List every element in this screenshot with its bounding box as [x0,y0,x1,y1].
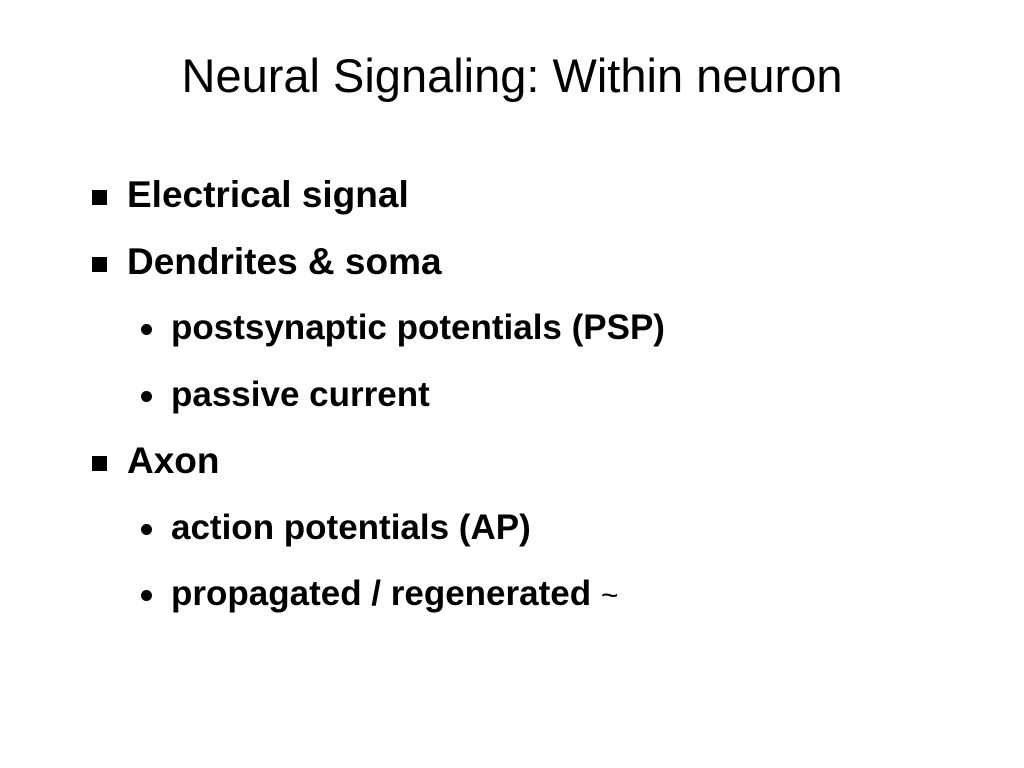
sub-bullet-psp: postsynaptic potentials (PSP) [0,295,1024,362]
bullet-dendrites-soma: Dendrites & soma [0,229,1024,296]
round-bullet-icon [141,590,152,601]
slide-title: Neural Signaling: Within neuron [181,49,843,102]
bullet-axon: Axon [0,428,1024,495]
sub-bullet-passive-current: passive current [0,362,1024,429]
bullet-text: Dendrites & soma [127,240,442,282]
sub-bullet-text: action potentials (AP) [171,507,531,547]
bullet-text: Electrical signal [127,174,409,215]
sub-bullet-propagated: propagated / regenerated ~ [0,561,1024,628]
tilde-mark: ~ [600,579,619,612]
sub-bullet-text: propagated / regenerated [171,574,592,613]
round-bullet-icon [141,324,152,335]
sub-bullet-action-potentials: action potentials (AP) [0,495,1024,562]
square-bullet-icon [92,256,107,272]
sub-bullet-text: passive current [171,374,430,414]
square-bullet-icon [92,456,107,471]
round-bullet-icon [141,523,152,535]
bullet-list: Electrical signal Dendrites & soma posts… [0,162,1024,628]
bullet-electrical-signal: Electrical signal [0,162,1024,229]
bullet-text: Axon [127,440,220,481]
square-bullet-icon [92,190,107,205]
round-bullet-icon [141,390,152,402]
sub-bullet-text: postsynaptic potentials (PSP) [171,308,665,347]
